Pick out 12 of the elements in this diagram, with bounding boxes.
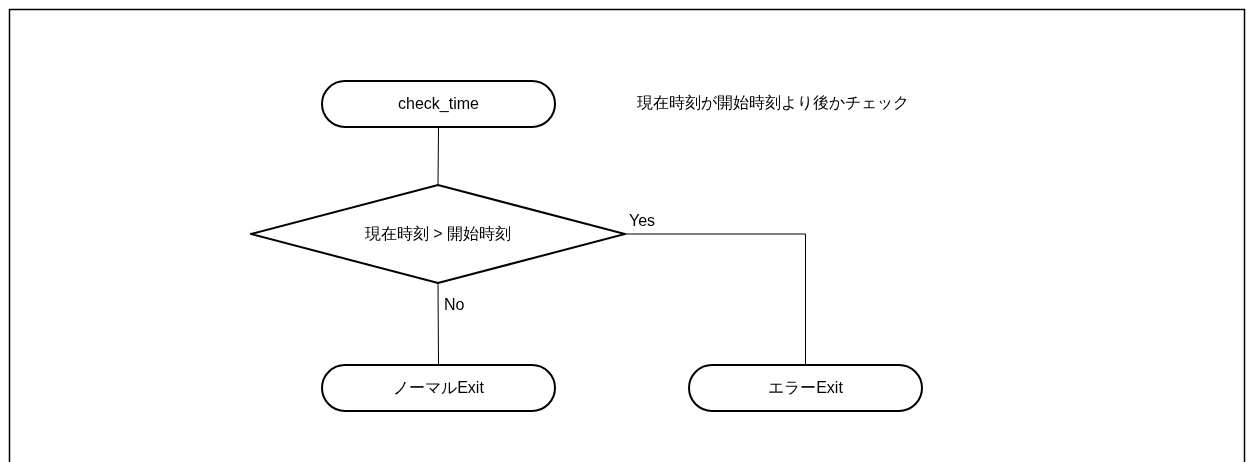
decision-diamond [250,184,626,284]
connector-line [437,283,439,365]
connector-line [625,233,806,365]
node-label: ノーマルExit [393,377,484,398]
node-label: 現在時刻 > 開始時刻 [364,223,512,244]
connector-line [437,127,439,185]
node-label: エラーExit [768,377,843,398]
note-text: 現在時刻が開始時刻より後かチェック [636,94,910,112]
end-terminal [688,364,923,412]
start-terminal [321,80,556,128]
node-label: check_time [398,95,479,113]
end-terminal [321,364,556,412]
